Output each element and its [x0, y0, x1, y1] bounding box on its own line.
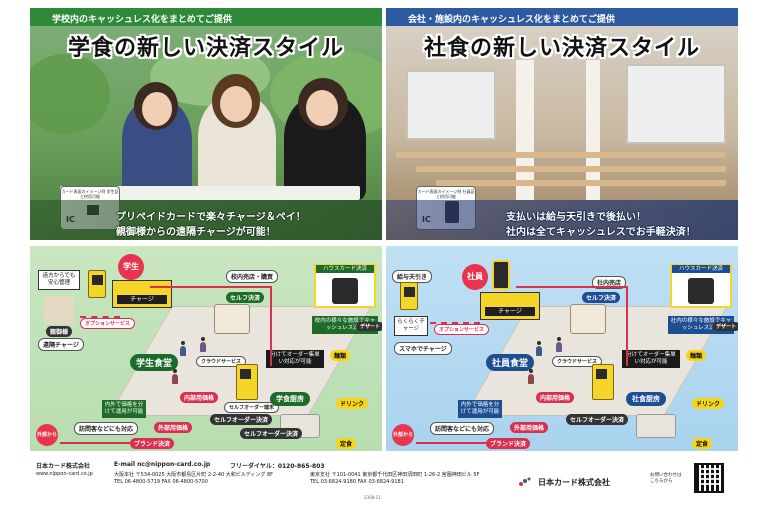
- qr-caption: お問い合わせはこちらから: [650, 473, 682, 484]
- school-headline: 学食の新しい決済スタイル: [67, 36, 344, 61]
- visitor-tag: 訪問客などにも対応: [74, 422, 139, 435]
- house-card-caption: ハウスカード決済: [316, 265, 374, 273]
- student-card-note: カード表面のイメージ例 学生証と併用可能: [61, 189, 119, 199]
- company-house-card-caption: ハウスカード決済: [672, 265, 730, 273]
- campus-store-tag: 校内売店・購買: [226, 270, 279, 283]
- cafeteria-photo: [386, 60, 738, 200]
- company-banner-line1: 支払いは給与天引きで後払い！: [506, 212, 646, 223]
- company-price-note: 内外で価格を分けて運用が可能: [458, 400, 502, 418]
- company-banner: 支払いは給与天引きで後払い！ 社内は全てキャッシュレスでお手軽決済！: [386, 200, 738, 240]
- brand-payment-tag: ブランド決済: [130, 438, 175, 449]
- contact-qr-code[interactable]: [694, 463, 724, 493]
- employee-role-badge: 社員: [462, 264, 488, 290]
- company-diagram: 給与天引き 社員 チャージ らくらくチャージ スマホでチャージ オプションサービ…: [386, 246, 738, 451]
- footer-url[interactable]: www.nippon-card.co.jp: [36, 471, 93, 477]
- store-shelf-illustration: [214, 304, 250, 334]
- company-outsider-badge: 外部から: [392, 424, 414, 446]
- drink-tag: ドリンク: [336, 398, 369, 409]
- footer-company-name: 日本カード株式会社: [36, 463, 91, 470]
- company-order-note: 分けてオーダー集単い対応が可能: [622, 350, 680, 368]
- remote-note: 遠方からでも安心管理: [38, 270, 80, 290]
- school-banner-line2: 親御様からの遠隔チャージが可能！: [116, 227, 276, 238]
- company-cloud-service-tag: クラウドサービス: [552, 356, 603, 367]
- order-note: 分けてオーダー集単い対応が可能: [266, 350, 324, 368]
- students-photo: [30, 46, 382, 200]
- company-noodles-tag: 麺類: [686, 350, 707, 361]
- company-self-order-kiosk-icon: [592, 364, 614, 400]
- company-dessert-tag: デザート: [712, 322, 738, 331]
- flyer-sheet: 学校内のキャッシュレス化をまとめてご提供 学食の新しい決済スタイル カード表面の…: [28, 8, 740, 505]
- parent-illustration: [44, 296, 74, 324]
- external-price-tag: 外部用価格: [154, 422, 193, 433]
- salary-kiosk-icon: [400, 282, 418, 310]
- footer-logo-company: 日本カード株式会社: [538, 478, 610, 487]
- company-self-checkout-tag: セルフ決済: [582, 292, 621, 303]
- company-set-meal-tag: 定食: [692, 438, 713, 449]
- footer-tokyo-tel: TEL 03-6824-9180 FAX 03-6824-9181: [310, 479, 404, 485]
- remote-charge-label: 遠隔チャージ: [38, 338, 84, 351]
- optional-service-tag: オプションサービス: [80, 318, 136, 329]
- company-brand-payment-tag: ブランド決済: [486, 438, 531, 449]
- outsider-badge: 外部から: [36, 424, 58, 446]
- company-kitchen-illustration: [636, 414, 676, 438]
- company-hero-panel: 会社・施設内のキャッシュレス化をまとめてご提供 社食の新しい決済スタイル カード…: [386, 8, 738, 240]
- footer-tokyo-address: 東京支社 〒101-0041 東京都千代田区神田須田町 1-26-2 宮園神田ビ…: [310, 472, 480, 478]
- company-house-card-box: ハウスカード決済: [670, 264, 732, 308]
- company-visitor-tag: 訪問客などにも対応: [430, 422, 495, 435]
- price-note: 内外で価格を分けて運用が可能: [102, 400, 146, 418]
- set-meal-tag: 定食: [336, 438, 357, 449]
- employee-card-note: カード表面のイメージ例 社員証と併用可能: [417, 189, 475, 199]
- document-code: 2308-11: [364, 495, 381, 500]
- charge-kiosk-icon: [88, 270, 106, 298]
- dessert-tag: デザート: [356, 322, 382, 331]
- noodles-tag: 麺類: [330, 350, 351, 361]
- footer: 日本カード株式会社 www.nippon-card.co.jp E-mail n…: [30, 455, 738, 501]
- company-store-tag: 社内売店: [592, 276, 627, 289]
- self-order-tag-2: セルフオーダー決済: [240, 428, 303, 439]
- self-order-tag: セルフオーダー決済: [210, 414, 273, 425]
- company-top-bar: 会社・施設内のキャッシュレス化をまとめてご提供: [386, 8, 738, 26]
- student-cafeteria-pill: 学生食堂: [130, 354, 179, 371]
- kiosk-label: セルフオーダー端末: [224, 402, 280, 413]
- self-order-kiosk-icon: [236, 364, 258, 400]
- cloud-service-tag: クラウドサービス: [196, 356, 247, 367]
- company-drink-tag: ドリンク: [692, 398, 725, 409]
- internal-price-tag: 内部用価格: [180, 392, 219, 403]
- school-kitchen-pill: 学食厨房: [270, 392, 310, 406]
- pos-terminal-icon: [332, 278, 358, 304]
- school-hero-panel: 学校内のキャッシュレス化をまとめてご提供 学食の新しい決済スタイル カード表面の…: [30, 8, 382, 240]
- school-diagram: 学生 チャージ 遠方からでも安心管理 親御様 遠隔チャージ オプションサービス …: [30, 246, 382, 451]
- employee-cafeteria-pill: 社員食堂: [486, 354, 535, 371]
- footer-osaka-tel: TEL 06-4800-5719 FAX 06-4800-5700: [114, 479, 208, 485]
- footer-osaka-address: 大阪本社 〒534-0025 大阪市都島区片町 2-2-40 大和ビルディング …: [114, 472, 274, 478]
- charge-label: チャージ: [117, 295, 167, 304]
- house-card-box: ハウスカード決済: [314, 264, 376, 308]
- footer-freedial: フリーダイヤル：0120-865-803: [230, 463, 325, 470]
- charge-card-box: チャージ: [112, 280, 172, 308]
- company-store-illustration: [570, 304, 606, 334]
- employee-charge-label: チャージ: [485, 307, 535, 316]
- company-banner-line2: 社内は全てキャッシュレスでお手軽決済！: [506, 227, 696, 238]
- company-self-order-tag: セルフオーダー決済: [566, 414, 629, 425]
- smartphone-icon: [492, 260, 510, 290]
- company-internal-price-tag: 内部用価格: [536, 392, 575, 403]
- company-external-price-tag: 外部用価格: [510, 422, 549, 433]
- company-kitchen-pill: 社食厨房: [626, 392, 666, 406]
- phone-charge-tag: スマホでチャージ: [394, 342, 452, 355]
- company-headline: 社食の新しい決済スタイル: [423, 36, 700, 61]
- employee-charge-box: チャージ: [480, 292, 540, 320]
- footer-email[interactable]: E-mail nc@nippon-card.co.jp: [114, 461, 211, 468]
- self-checkout-tag: セルフ決済: [226, 292, 265, 303]
- parent-label: 親御様: [46, 326, 73, 337]
- company-pos-terminal-icon: [688, 278, 714, 304]
- company-logo-icon: [519, 477, 531, 486]
- student-role-badge: 学生: [118, 254, 144, 280]
- school-top-bar: 学校内のキャッシュレス化をまとめてご提供: [30, 8, 382, 26]
- school-banner-line1: プリペイドカードで楽々チャージ＆ペイ！: [116, 212, 306, 223]
- smart-charge-note: らくらくチャージ: [394, 316, 428, 336]
- school-banner: プリペイドカードで楽々チャージ＆ペイ！ 親御様からの遠隔チャージが可能！: [30, 200, 382, 240]
- company-optional-service-tag: オプションサービス: [434, 324, 490, 335]
